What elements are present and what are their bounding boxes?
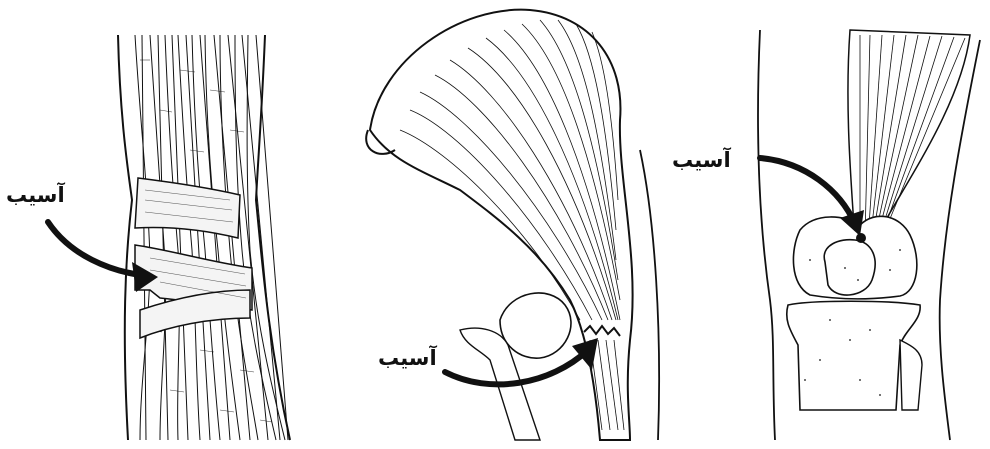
retinaculum-upper — [135, 178, 240, 238]
humerus-head — [500, 293, 571, 358]
injury-label-wrist: آسیب — [6, 185, 65, 206]
quadriceps-muscle — [848, 30, 970, 245]
knee-illustration — [660, 0, 990, 449]
injury-label-shoulder: آسیب — [378, 348, 437, 369]
fibula — [900, 340, 922, 410]
injury-label-knee: آسیب — [672, 150, 731, 171]
patella — [824, 240, 875, 295]
wrist-panel — [0, 0, 320, 449]
arm-outline — [640, 150, 659, 440]
knee-panel — [660, 0, 990, 449]
tendon-lines — [135, 35, 288, 440]
injury-arrow — [760, 158, 855, 224]
wrist-illustration — [0, 0, 320, 449]
tear-mark — [856, 233, 866, 243]
shoulder-panel — [340, 0, 670, 449]
leg-outline-left — [758, 30, 775, 440]
forearm-outline — [118, 35, 132, 440]
shoulder-illustration — [340, 0, 670, 449]
